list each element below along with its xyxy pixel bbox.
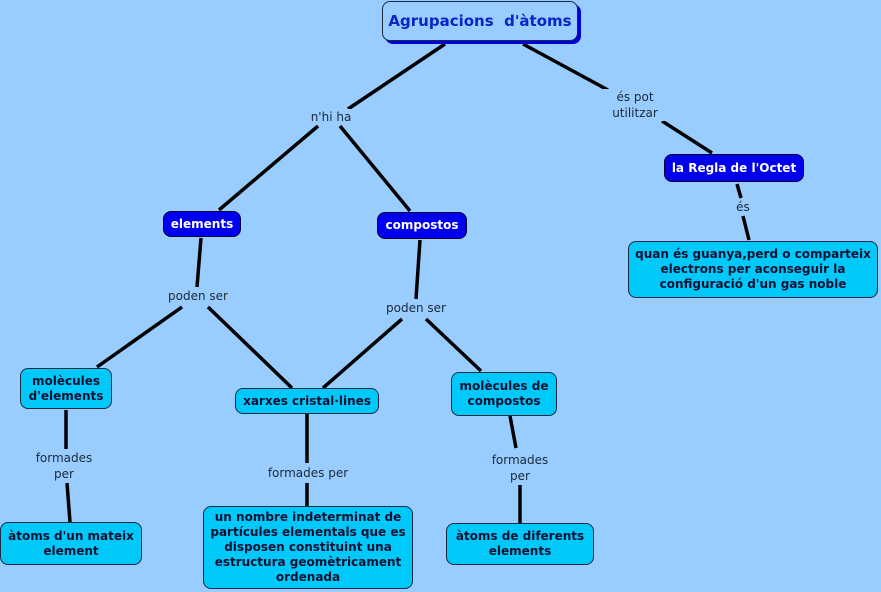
link-regla-es [735,183,743,199]
concept-molecules-elements[interactable]: molècules d'elements [20,368,112,409]
octet-def-line: electrons per aconseguir la [660,262,846,276]
linking-phrase-poden-ser-2[interactable]: poden ser [380,300,452,316]
concept-regla-octet[interactable]: la Regla de l'Octet [664,154,804,182]
nombre-line: partícules elementals que es [210,525,406,539]
concept-compostos[interactable]: compostos [377,212,467,239]
link-nhiha-compostos [338,124,412,213]
nombre-line: un nombre indeterminat de [214,510,402,524]
nombre-line: ordenada [275,570,341,584]
concept-nombre-indeterminat[interactable]: un nombre indeterminat de partícules ele… [203,506,413,589]
linking-phrase-es[interactable]: és [730,199,756,215]
concept-root-label: Agrupacions d'àtoms [388,11,572,30]
link-elements-podenser [195,237,203,288]
linking-phrase-formades-per-2[interactable]: formades per [262,465,354,481]
nombre-line: disposen constituint una [224,540,392,554]
concept-xarxes-cristallines[interactable]: xarxes cristal·lines [235,388,379,414]
link-molcomp-formades [508,415,518,449]
octet-def-line: quan és guanya,perd o comparteix [635,247,871,261]
link-podenser-xarxes [206,305,294,390]
atoms-mateix-line: element [43,543,99,558]
atoms-mateix-line: àtoms d'un mateix [8,528,134,543]
atoms-diferents-line: àtoms de diferents [455,529,585,543]
concept-elements[interactable]: elements [163,211,241,237]
nombre-line: estructura geomètricament [214,555,402,569]
link-root-nhiha [347,42,446,111]
concept-octet-definition[interactable]: quan és guanya,perd o comparteix electro… [628,241,878,298]
molecules-compostos-line: compostos [467,394,541,408]
concept-elements-label: elements [170,216,234,231]
concept-atoms-mateix-element[interactable]: àtoms d'un mateix element [0,522,142,565]
concept-compostos-label: compostos [385,218,459,232]
atoms-diferents-line: elements [488,544,552,558]
concept-root[interactable]: Agrupacions d'àtoms [382,1,578,41]
concept-regla-octet-label: la Regla de l'Octet [671,160,797,175]
link-compostos-podenser [414,239,422,300]
link-espot-regla [661,119,713,155]
link-es-octetdef [741,215,751,241]
octet-def-line: configuració d'un gas noble [659,277,847,291]
linking-phrase-formades-per-1[interactable]: formades per [30,450,98,482]
link-nhiha-elements [217,124,320,212]
concept-molecules-compostos[interactable]: molècules de compostos [451,372,557,416]
link-podenser-molelem [95,305,184,369]
linking-phrase-poden-ser-1[interactable]: poden ser [162,288,234,304]
concept-atoms-diferents-elements[interactable]: àtoms de diferents elements [446,523,594,565]
link-podenser2-xarxes [321,317,404,390]
linking-phrase-nhi-ha[interactable]: n'hi ha [305,109,357,125]
molecules-elements-line: d'elements [28,388,104,403]
link-formades-atomsmateix [65,482,72,523]
linking-phrase-es-pot-utilitzar[interactable]: és pot utilitzar [603,89,667,121]
link-podenser2-molcomp [424,317,483,373]
link-root-espot [522,42,609,92]
linking-phrase-formades-per-3[interactable]: formades per [486,452,554,484]
concept-xarxes-label: xarxes cristal·lines [243,393,371,408]
molecules-elements-line: molècules [31,373,101,388]
molecules-compostos-line: molècules de [459,379,549,393]
